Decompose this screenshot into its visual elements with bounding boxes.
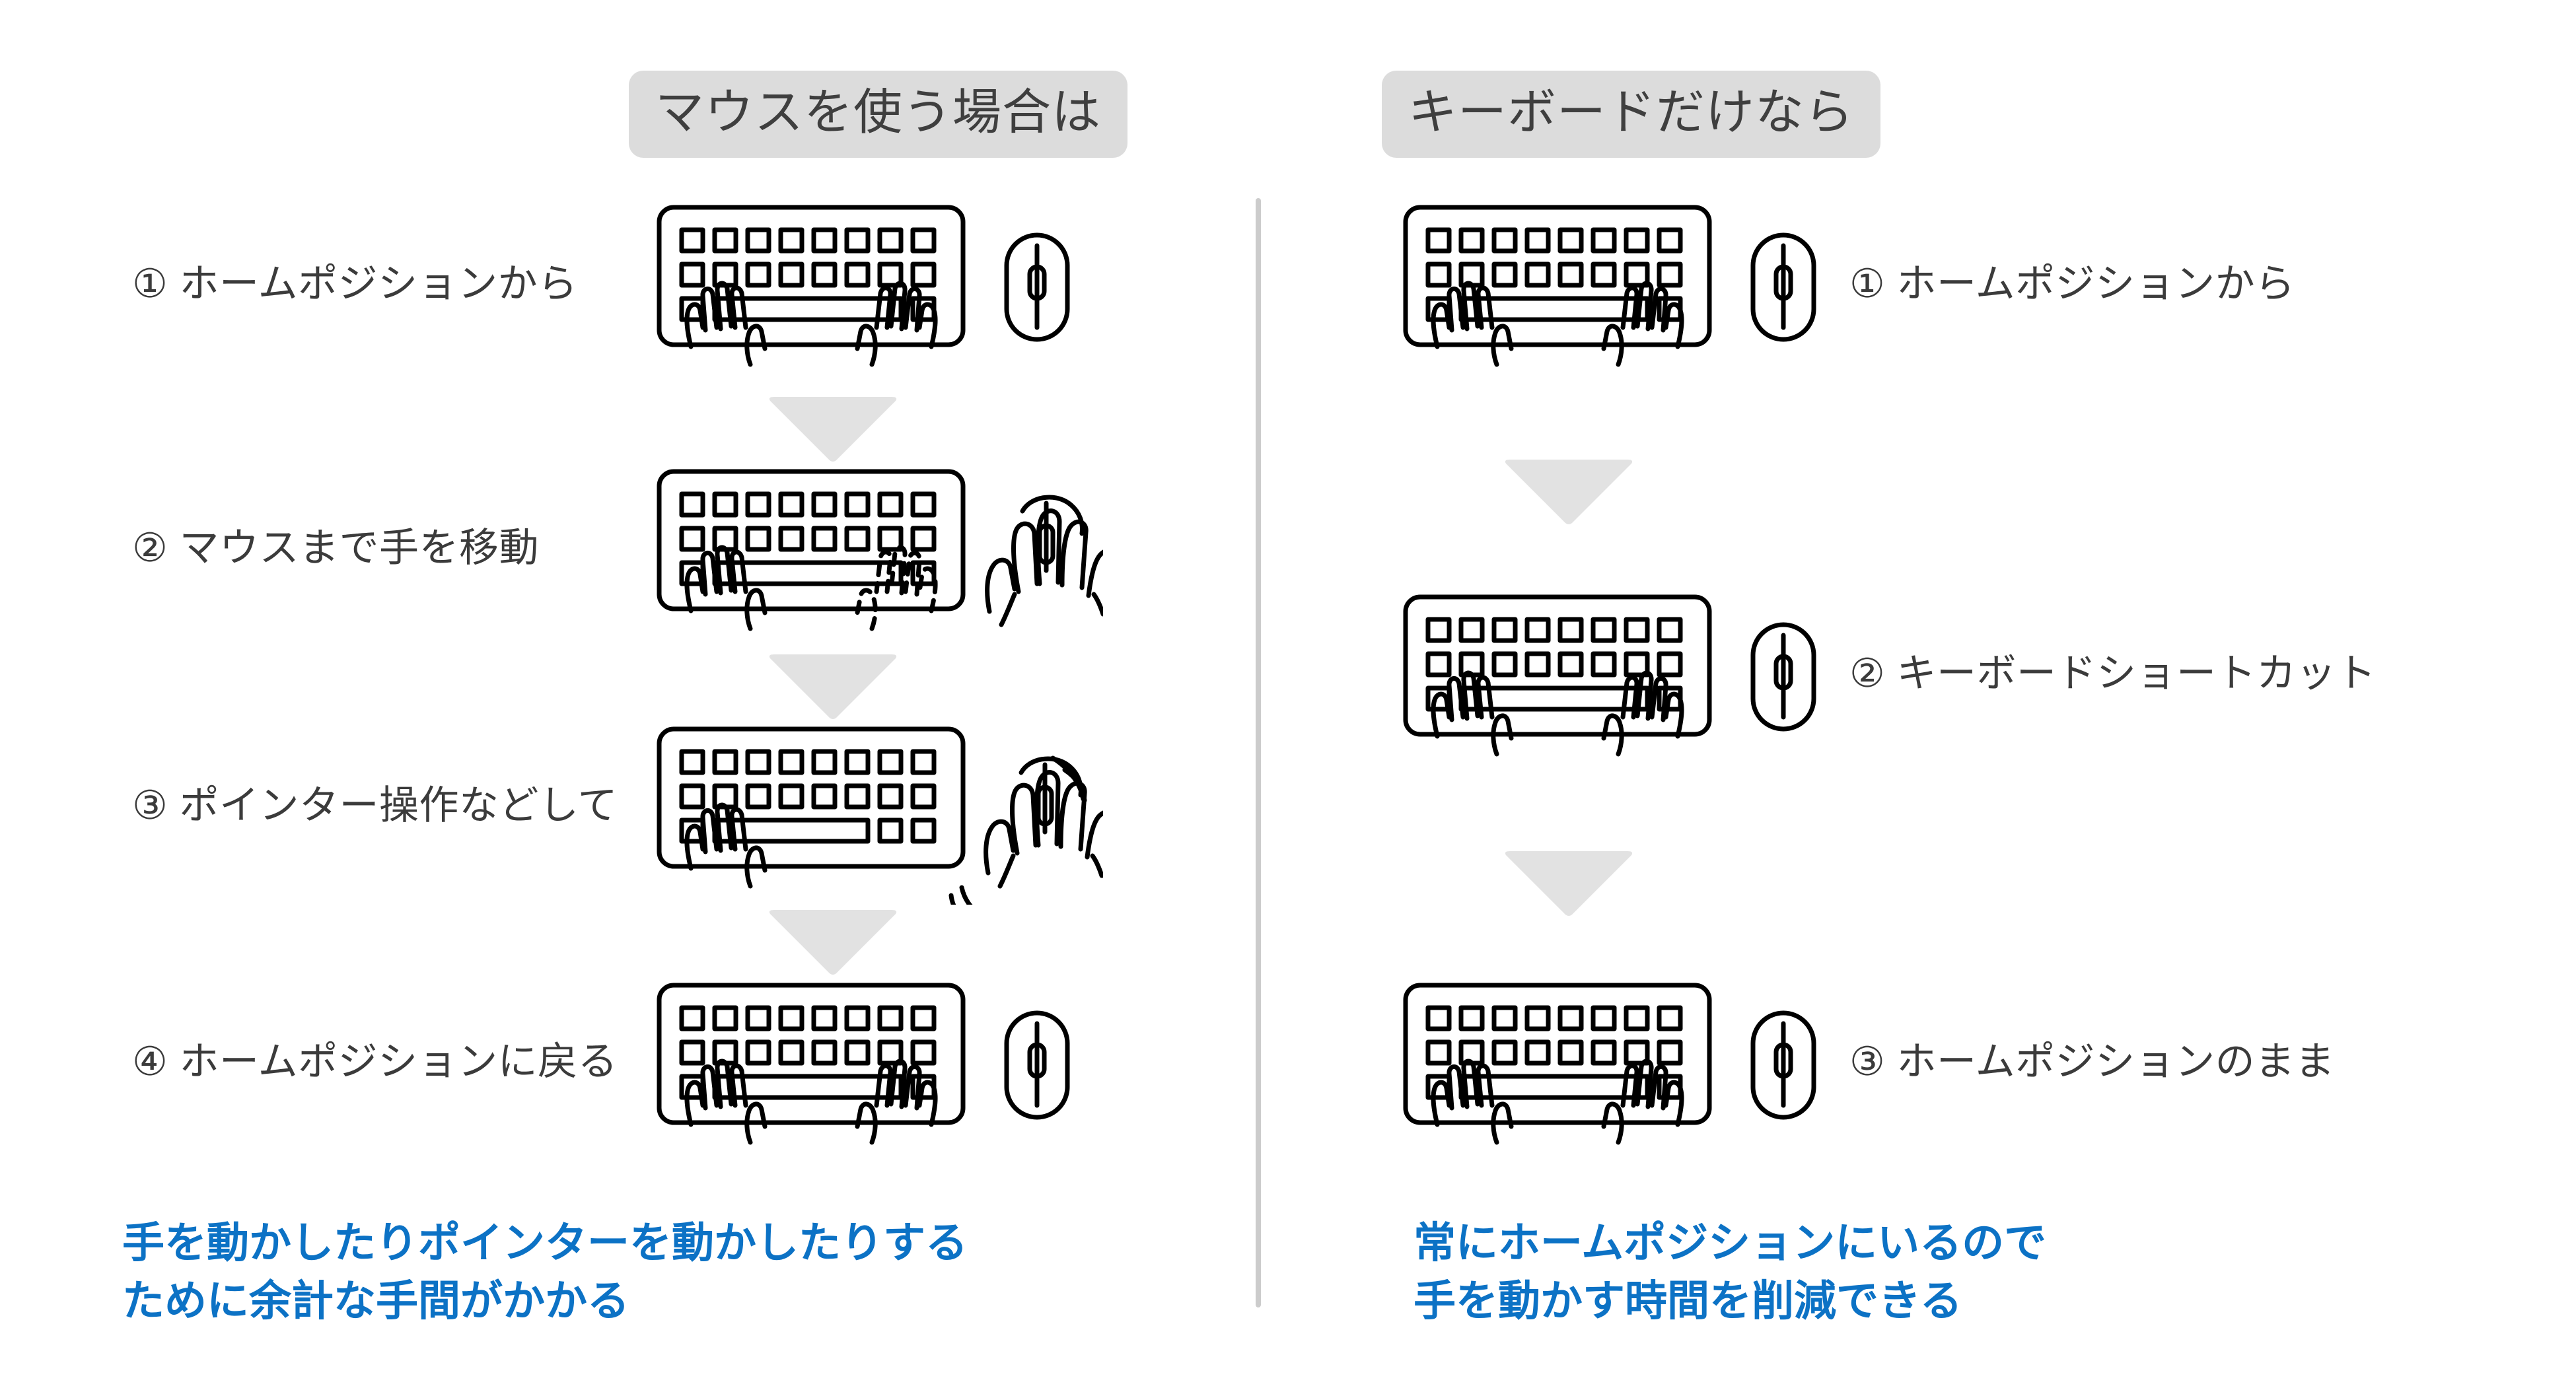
keyboard-two-hands-mouse-idle-icon	[1400, 976, 1849, 1148]
right-step-1-label: ① ホームポジションから	[1849, 261, 2295, 306]
left-step-1-label: ① ホームポジションから	[132, 261, 578, 306]
column-header-keyboard: キーボードだけなら	[1382, 71, 1880, 158]
right-step-2: ② キーボードショートカット	[1400, 588, 2376, 759]
column-header-mouse: マウスを使う場合は	[629, 71, 1127, 158]
right-step-3-label: ③ ホームポジションのまま	[1849, 1039, 2336, 1084]
keyboard-two-hands-mouse-idle-icon	[654, 198, 1103, 370]
keyboard-two-hands-mouse-idle-icon	[1400, 198, 1849, 370]
column-divider	[1256, 198, 1261, 1307]
keyboard-left-hand-ghost-right-hand-on-mouse-icon	[654, 462, 1103, 634]
left-step-3-label: ③ ポインター操作などして	[132, 783, 618, 827]
left-step-1: ① ホームポジションから	[132, 198, 1103, 370]
left-step-2-label: ② マウスまで手を移動	[132, 526, 539, 570]
left-conclusion-text: 手を動かしたりポインターを動かしたりする ために余計な手間がかかる	[122, 1219, 968, 1325]
right-step-3: ③ ホームポジションのまま	[1400, 976, 2335, 1148]
left-step-3: ③ ポインター操作などして	[132, 720, 1103, 905]
left-step-4-label: ④ ホームポジションに戻る	[132, 1039, 618, 1084]
keyboard-two-hands-mouse-idle-icon	[1400, 588, 1849, 759]
left-step-2: ② マウスまで手を移動	[132, 462, 1103, 634]
keyboard-two-hands-mouse-idle-icon	[654, 976, 1103, 1148]
keyboard-left-hand-right-hand-moving-mouse-icon	[654, 720, 1103, 905]
right-step-2-label: ② キーボードショートカット	[1849, 651, 2377, 695]
left-step-4: ④ ホームポジションに戻る	[132, 976, 1103, 1148]
right-conclusion-text: 常にホームポジションにいるので 手を動かす時間を削減できる	[1413, 1219, 2047, 1325]
right-step-1: ① ホームポジションから	[1400, 198, 2295, 370]
